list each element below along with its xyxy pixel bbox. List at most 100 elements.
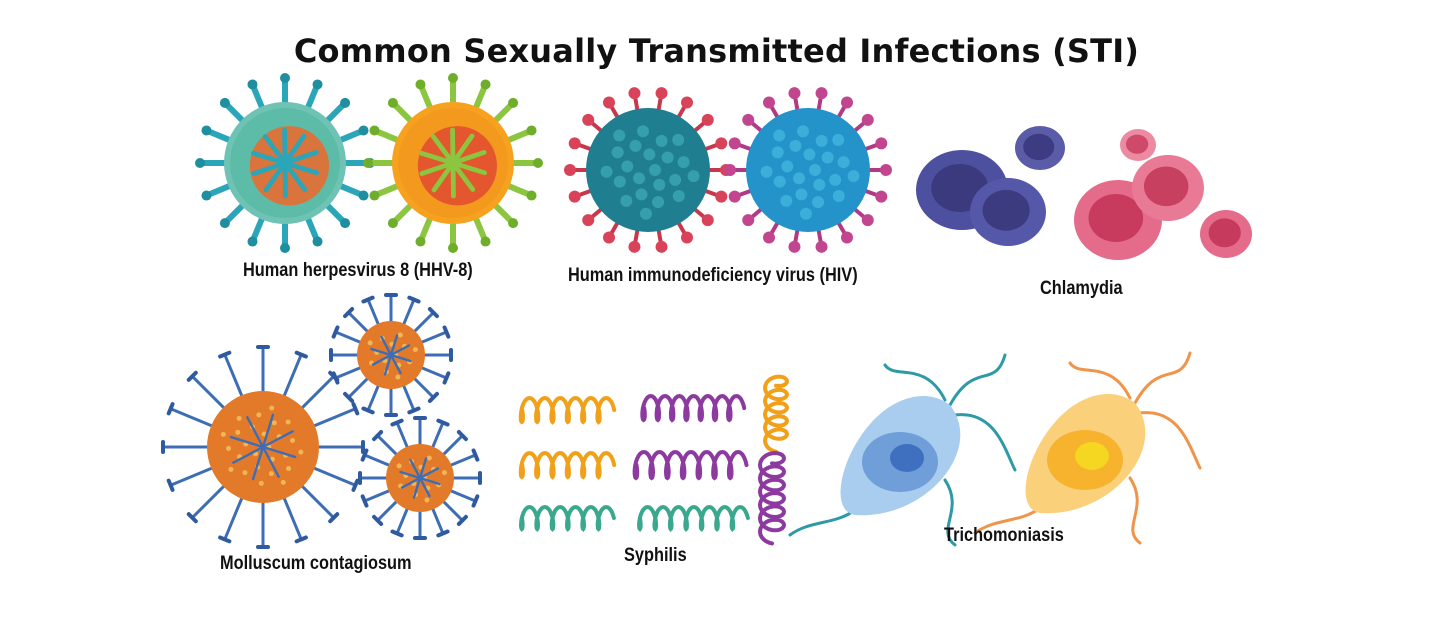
spike-tip	[390, 529, 404, 538]
virus-dot	[809, 164, 822, 176]
virus-dot	[639, 207, 652, 220]
label-molluscum: Molluscum contagiosum	[220, 553, 412, 574]
virus-spike	[401, 298, 416, 329]
spike-knob	[815, 87, 828, 100]
virus-spike	[440, 498, 464, 522]
flagellum	[1068, 361, 1132, 400]
syphilis-spirochetes	[518, 374, 790, 546]
virus-inner-spike	[261, 445, 297, 459]
spike-tip	[436, 529, 450, 538]
spike-tip	[186, 512, 198, 524]
spike-knob	[219, 97, 230, 108]
spike-tip	[407, 406, 421, 415]
virus-dot	[285, 419, 291, 425]
virus-spike	[363, 453, 394, 468]
virus-spike	[430, 504, 445, 535]
virus-dot	[269, 405, 275, 411]
virus-dot	[611, 146, 624, 159]
virus-inner-spike	[261, 413, 275, 449]
virus-inner-spike	[418, 457, 428, 480]
virus-inner-spike	[389, 334, 399, 357]
virus-inner-spike	[412, 476, 422, 499]
spike-knob	[415, 236, 426, 247]
spike-knob	[358, 190, 369, 201]
virus-spike	[280, 492, 303, 541]
spike-tip	[328, 512, 340, 524]
virus-dot	[412, 347, 418, 353]
spike-knob	[201, 190, 212, 201]
spike-tip	[294, 350, 308, 359]
spike-tip	[442, 371, 451, 385]
virus-dot	[813, 178, 826, 191]
virus-dot	[773, 129, 786, 142]
virus-dot	[672, 189, 685, 202]
virus-inner-spike	[251, 160, 288, 177]
spike-knob	[564, 164, 576, 176]
label-syphilis: Syphilis	[624, 545, 687, 566]
virus-inner-spike	[229, 435, 265, 449]
spike-tip	[372, 514, 384, 526]
virus-spike	[308, 407, 357, 430]
virus-dot	[672, 133, 685, 146]
spike-tip	[343, 307, 355, 319]
spike-knob	[508, 218, 519, 229]
virus-inner-spike	[232, 445, 265, 464]
spike-tip	[471, 448, 480, 462]
virus-dot	[258, 480, 264, 486]
spirochete	[518, 395, 617, 425]
spike-knob	[788, 87, 801, 100]
virus-dot	[643, 148, 656, 161]
virus-inner-spike	[251, 445, 265, 481]
spike-knob	[655, 240, 668, 253]
virus-dot	[781, 160, 794, 173]
spike-knob	[247, 236, 258, 247]
virus-spike	[376, 498, 400, 522]
virus-dot	[847, 170, 860, 183]
virus-dot	[621, 160, 634, 173]
virus-spike	[308, 464, 357, 487]
virus-dot	[832, 133, 845, 146]
spike-knob	[195, 158, 205, 168]
spike-knob	[681, 96, 693, 109]
spike-knob	[526, 125, 537, 136]
spike-tip	[361, 406, 375, 415]
spike-knob	[448, 73, 458, 83]
spike-tip	[436, 418, 450, 427]
virus-spike	[411, 311, 435, 335]
virus-dot	[367, 340, 373, 346]
spike-knob	[788, 240, 801, 253]
virus-inner-spike	[380, 335, 393, 357]
spike-knob	[815, 240, 828, 253]
spike-knob	[582, 214, 595, 227]
virus-dot	[829, 173, 842, 186]
spike-knob	[219, 218, 230, 229]
spike-tip	[294, 535, 308, 544]
virus-inner-spike	[282, 160, 308, 192]
virus-inner-spike	[261, 445, 280, 478]
virus-dot	[256, 412, 262, 418]
virus-dot	[298, 449, 304, 455]
spike-knob	[387, 97, 398, 108]
virus-inner-spike	[263, 160, 288, 193]
flagellum	[1128, 476, 1142, 545]
virus-spike	[334, 365, 365, 380]
virus-dot	[655, 134, 668, 147]
chlamydia-nucleus	[1125, 134, 1149, 154]
virus-spike	[223, 492, 246, 541]
hhv8-virus-orange	[363, 73, 543, 253]
virus-spike	[190, 481, 229, 520]
virus-dot	[226, 445, 232, 451]
virus-inner-spike	[389, 344, 411, 357]
spike-tip	[361, 295, 375, 304]
virus-dot	[613, 175, 626, 188]
spirochete	[518, 450, 617, 480]
virus-spike	[169, 407, 218, 430]
spike-tip	[390, 418, 404, 427]
virus-inner-spike	[261, 430, 294, 449]
spike-tip	[166, 402, 175, 416]
virus-dot	[821, 151, 834, 164]
virus-dot	[235, 429, 241, 435]
virus-dot	[636, 125, 649, 138]
flagellum	[788, 508, 857, 537]
